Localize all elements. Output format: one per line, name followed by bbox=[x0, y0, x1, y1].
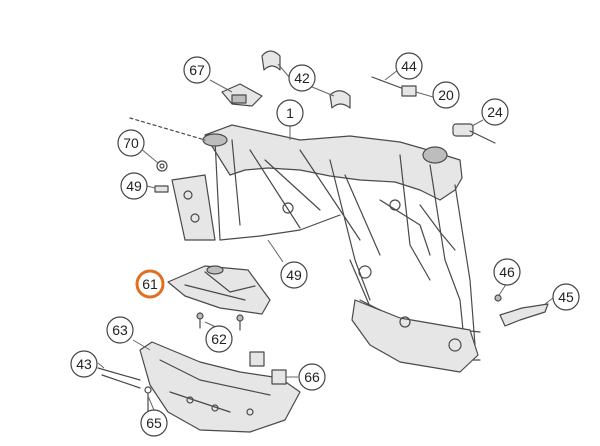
svg-text:43: 43 bbox=[76, 356, 92, 372]
svg-text:65: 65 bbox=[146, 415, 162, 431]
svg-text:67: 67 bbox=[189, 62, 205, 78]
frame-part bbox=[129, 117, 481, 373]
skid-plate-63-part bbox=[139, 341, 301, 433]
svg-text:61: 61 bbox=[142, 276, 158, 292]
callout-45[interactable]: 45 bbox=[552, 283, 580, 311]
callout-42[interactable]: 42 bbox=[288, 64, 316, 92]
svg-text:49: 49 bbox=[126, 178, 142, 194]
svg-text:46: 46 bbox=[499, 264, 515, 280]
washer-65-part bbox=[144, 386, 152, 413]
bushing-20-24-part bbox=[452, 123, 496, 144]
svg-text:45: 45 bbox=[558, 289, 574, 305]
svg-text:42: 42 bbox=[294, 70, 310, 86]
svg-text:70: 70 bbox=[123, 135, 139, 151]
callout-61-highlighted[interactable]: 61 bbox=[135, 269, 165, 299]
callout-44[interactable]: 44 bbox=[395, 52, 423, 80]
bracket-61-part bbox=[167, 265, 271, 315]
svg-text:66: 66 bbox=[304, 369, 320, 385]
callout-70[interactable]: 70 bbox=[117, 129, 145, 157]
bolts-43-part bbox=[97, 367, 141, 389]
callout-66[interactable]: 66 bbox=[298, 363, 326, 391]
svg-text:24: 24 bbox=[487, 104, 503, 120]
washer-70-part bbox=[154, 160, 169, 193]
callout-46[interactable]: 46 bbox=[493, 258, 521, 286]
callout-24[interactable]: 24 bbox=[481, 98, 509, 126]
callout-49-upper[interactable]: 49 bbox=[120, 172, 148, 200]
bolt-44-part bbox=[371, 76, 417, 97]
callout-49-lower[interactable]: 49 bbox=[280, 261, 308, 289]
blocks-66-part bbox=[249, 351, 287, 385]
svg-text:20: 20 bbox=[438, 87, 454, 103]
callout-1[interactable]: 1 bbox=[276, 99, 304, 127]
callout-62[interactable]: 62 bbox=[205, 325, 233, 353]
svg-text:63: 63 bbox=[112, 322, 128, 338]
callout-43[interactable]: 43 bbox=[70, 350, 98, 378]
callout-67[interactable]: 67 bbox=[183, 56, 211, 84]
clamp-42-part bbox=[261, 50, 351, 109]
screws-62-part bbox=[196, 312, 244, 331]
svg-text:62: 62 bbox=[211, 331, 227, 347]
callout-65[interactable]: 65 bbox=[140, 409, 168, 437]
bracket-45-part bbox=[494, 294, 549, 327]
svg-text:49: 49 bbox=[286, 267, 302, 283]
svg-text:44: 44 bbox=[401, 58, 417, 74]
svg-text:1: 1 bbox=[286, 105, 294, 121]
bracket-67-part bbox=[221, 83, 263, 107]
callout-63[interactable]: 63 bbox=[106, 316, 134, 344]
callout-20[interactable]: 20 bbox=[432, 81, 460, 109]
